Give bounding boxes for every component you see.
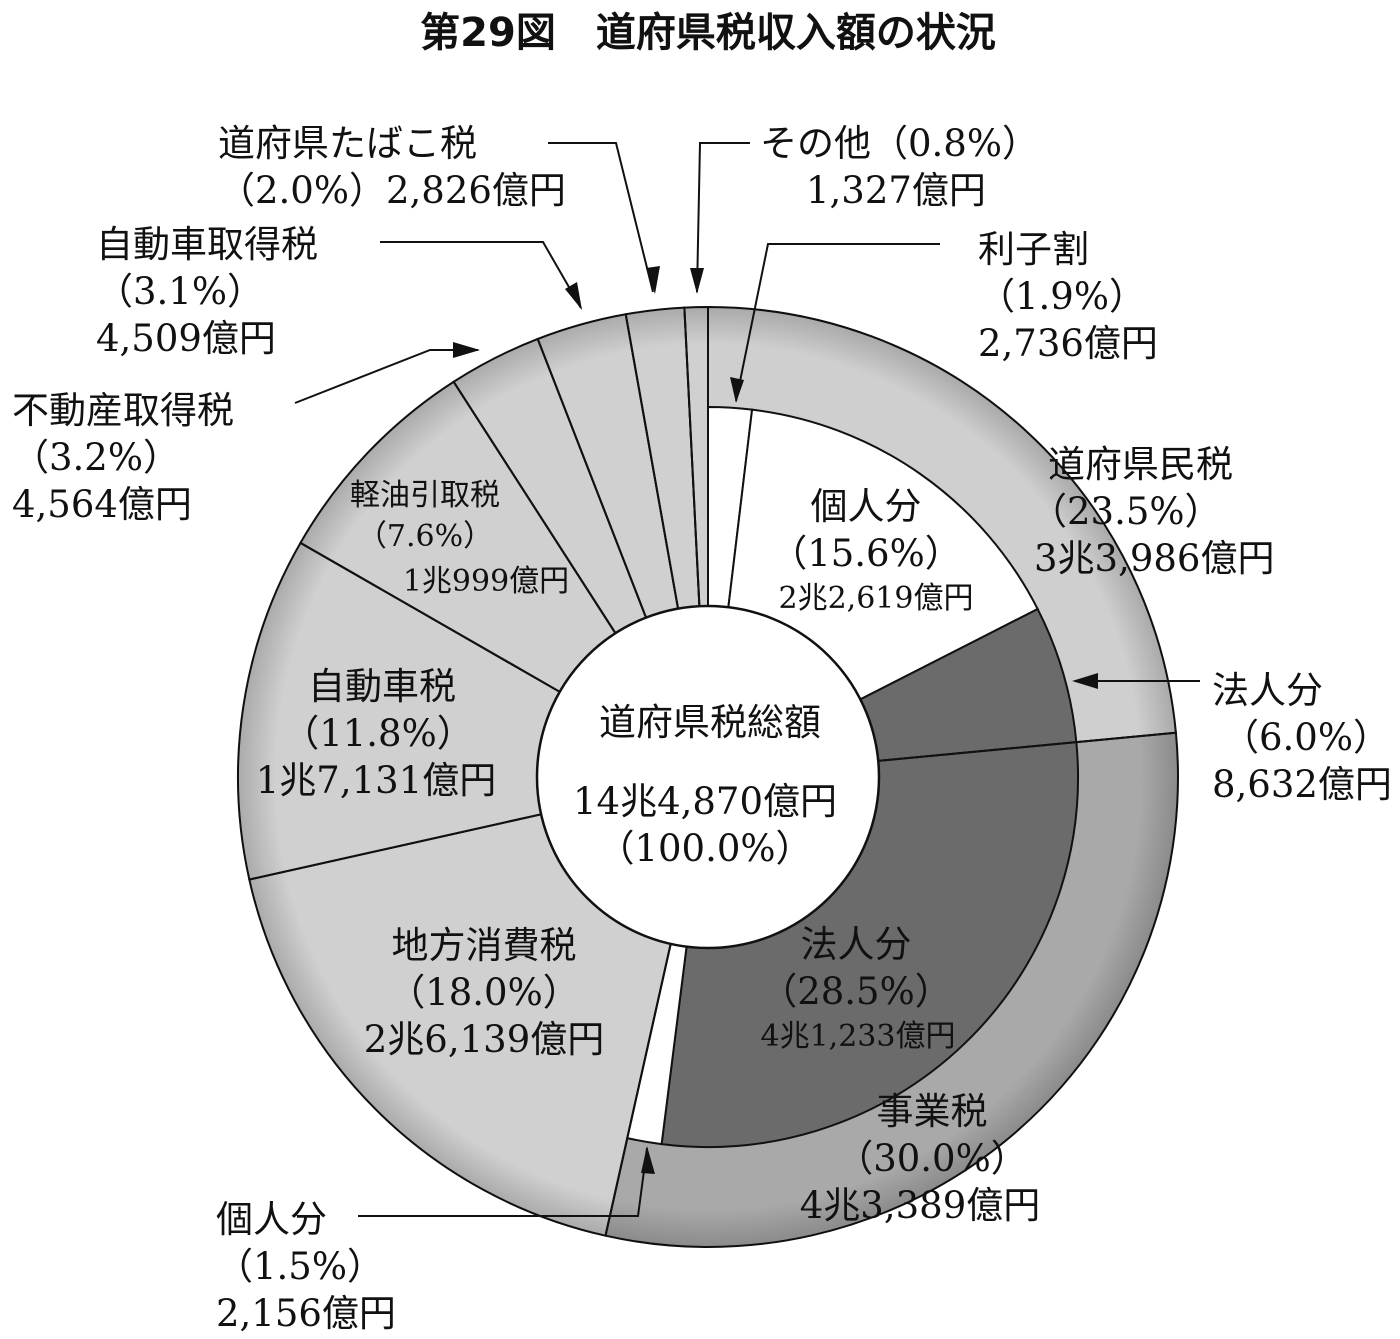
- label-corp-enterprise-amount: 4兆1,233億円: [761, 1019, 956, 1054]
- chart-title: 第29図 道府県税収入額の状況: [420, 10, 996, 56]
- center-amount: 14兆4,870億円: [573, 780, 837, 823]
- label-diesel-percent: （7.6%）: [357, 519, 493, 554]
- label-real-estate-amount: 4,564億円: [12, 483, 192, 526]
- center-label: 道府県税総額: [599, 701, 821, 744]
- label-auto-acquisition-amount: 4,509億円: [96, 317, 276, 360]
- label-auto-acquisition-name: 自動車取得税: [96, 223, 318, 266]
- label-enterprise-percent: （30.0%）: [836, 1137, 1028, 1180]
- label-corp-residence-percent: （6.0%）: [1222, 716, 1390, 759]
- segment-dividers: [249, 307, 1177, 1236]
- label-corp-enterprise-name: 法人分: [801, 923, 912, 966]
- label-indiv-enterprise-amount: 2,156億円: [216, 1292, 396, 1335]
- label-corp-enterprise-percent: （28.5%）: [760, 970, 952, 1013]
- label-auto-percent: （11.8%）: [282, 712, 474, 755]
- divider-2: [604, 943, 672, 1236]
- arrowhead-interest: [730, 377, 744, 403]
- label-indiv-residence-amount: 2兆2,619億円: [779, 581, 974, 616]
- inner-ring: [626, 405, 1079, 1148]
- leader-interest: [735, 243, 940, 402]
- label-auto-acquisition-percent: （3.1%）: [96, 270, 264, 313]
- label-tobacco-value: （2.0%）2,826億円: [218, 169, 566, 212]
- divider-5: [452, 381, 617, 634]
- label-indiv-enterprise-name: 個人分: [216, 1198, 327, 1241]
- label-diesel-name: 軽油引取税: [350, 478, 500, 513]
- divider-6: [536, 338, 647, 618]
- leader-tobacco: [548, 142, 654, 293]
- label-interest-name: 利子割: [978, 228, 1089, 271]
- label-consumption-name: 地方消費税: [392, 924, 577, 967]
- label-residence-amount: 3兆3,986億円: [1034, 537, 1274, 580]
- leader-other: [696, 142, 750, 293]
- label-auto-name: 自動車税: [308, 665, 456, 708]
- divider-1: [878, 731, 1177, 762]
- label-consumption-amount: 2兆6,139億円: [364, 1018, 604, 1061]
- label-indiv-enterprise-percent: （1.5%）: [216, 1245, 384, 1288]
- arrowhead-indiv-enterprise: [641, 1146, 655, 1174]
- divider-3: [249, 813, 542, 881]
- arrowhead-real-estate: [453, 342, 480, 358]
- arrowhead-other: [690, 268, 704, 294]
- label-real-estate-name: 不動産取得税: [12, 389, 234, 432]
- label-interest-percent: （1.9%）: [978, 275, 1146, 318]
- label-auto-amount: 1兆7,131億円: [256, 759, 496, 802]
- label-real-estate-percent: （3.2%）: [12, 436, 180, 479]
- label-tobacco-name: 道府県たばこ税: [218, 122, 477, 165]
- arrowhead-corp-residence: [1072, 673, 1098, 689]
- center-percent: （100.0%）: [597, 827, 812, 870]
- arrowhead-tobacco: [646, 266, 660, 294]
- arrowhead-auto-acquisition: [565, 282, 582, 310]
- label-corp-residence-amount: 8,632億円: [1212, 763, 1392, 806]
- label-residence-name: 道府県民税: [1048, 443, 1233, 486]
- center-hole: [535, 604, 881, 950]
- label-indiv-residence-percent: （15.6%）: [770, 532, 962, 575]
- divider-8: [683, 307, 701, 607]
- label-other-name: その他（0.8%）: [760, 122, 1039, 165]
- label-consumption-percent: （18.0%）: [388, 971, 580, 1014]
- divider-4: [299, 541, 561, 693]
- label-other-amount: 1,327億円: [806, 169, 986, 212]
- label-indiv-residence-name: 個人分: [811, 485, 922, 528]
- label-diesel-amount: 1兆999億円: [403, 564, 569, 599]
- leader-arrowheads: [453, 266, 1098, 1174]
- divider-7: [624, 314, 680, 609]
- leader-auto-acquisition: [380, 241, 582, 309]
- label-interest-amount: 2,736億円: [978, 322, 1158, 365]
- label-enterprise-name: 事業税: [877, 1090, 988, 1133]
- label-corp-residence-name: 法人分: [1212, 669, 1323, 712]
- label-residence-percent: （23.5%）: [1030, 490, 1222, 533]
- label-enterprise-amount: 4兆3,389億円: [800, 1184, 1040, 1227]
